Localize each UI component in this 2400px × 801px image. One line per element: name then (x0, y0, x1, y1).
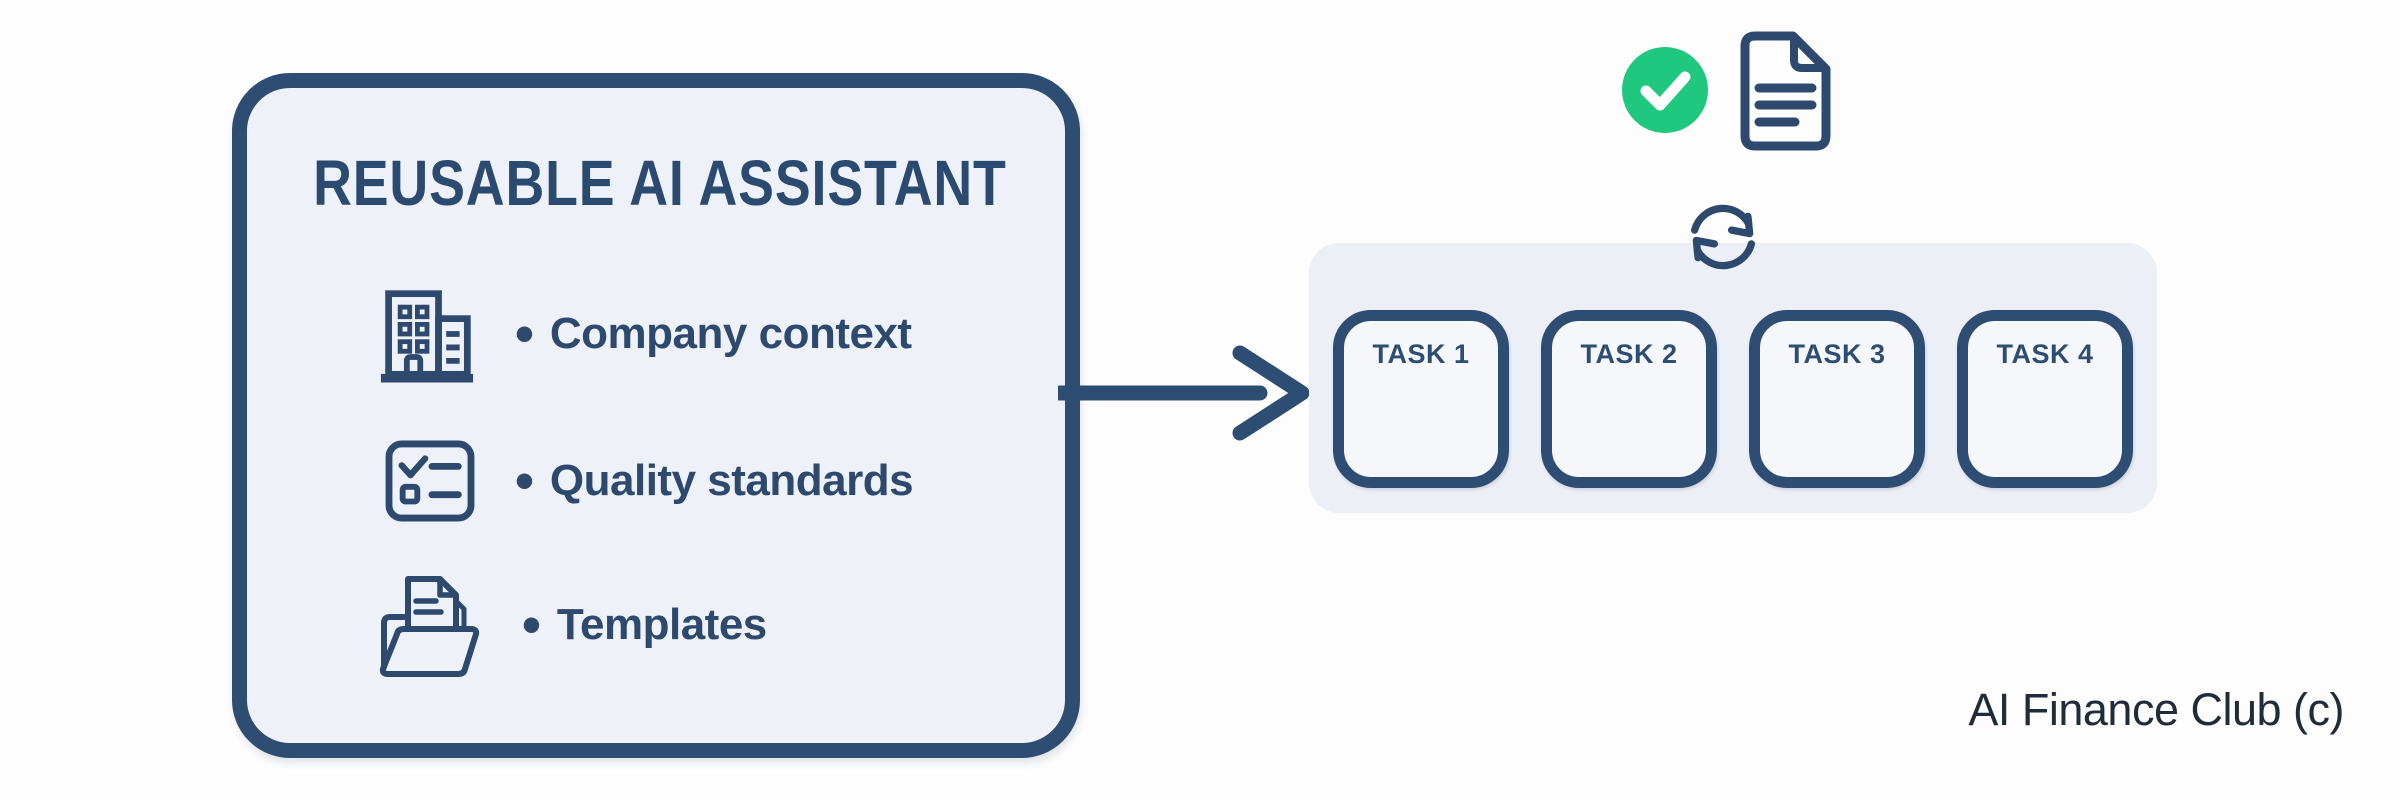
assistant-title: REUSABLE AI ASSISTANT (247, 146, 1065, 220)
task-box-2: TASK 2 (1541, 310, 1717, 488)
folder-icon (379, 576, 480, 677)
feature-label: Templates (556, 600, 767, 649)
checklist-icon (385, 440, 475, 522)
task-box-4: TASK 4 (1957, 310, 2133, 488)
feature-row-company-context: • Company context (379, 283, 912, 385)
task-label: TASK 1 (1372, 339, 1470, 369)
bullet-dot: • (515, 451, 534, 511)
building-icon (380, 290, 474, 383)
document-icon (1740, 31, 1831, 151)
task-label: TASK 3 (1788, 339, 1886, 369)
feature-row-quality-standards: • Quality standards (385, 440, 914, 522)
feature-row-templates: • Templates (378, 571, 767, 679)
bullet-dot: • (515, 304, 534, 364)
feature-label: Quality standards (549, 456, 914, 505)
task-box-3: TASK 3 (1749, 310, 1925, 488)
footer-credit: AI Finance Club (c) (1968, 684, 2344, 735)
assistant-box: REUSABLE AI ASSISTANT • Company context (232, 73, 1080, 758)
task-box-1: TASK 1 (1333, 310, 1509, 488)
feature-label: Company context (549, 309, 912, 358)
refresh-icon (1690, 204, 1756, 270)
task-label: TASK 2 (1580, 339, 1678, 369)
arrow-right-icon (1058, 345, 1310, 441)
assistant-title-text: REUSABLE AI ASSISTANT (313, 147, 1007, 219)
check-circle-icon (1622, 47, 1708, 133)
bullet-dot: • (522, 595, 541, 655)
tasks-panel: TASK 1 TASK 2 TASK 3 TASK 4 (1309, 243, 2157, 513)
task-label: TASK 4 (1996, 339, 2094, 369)
